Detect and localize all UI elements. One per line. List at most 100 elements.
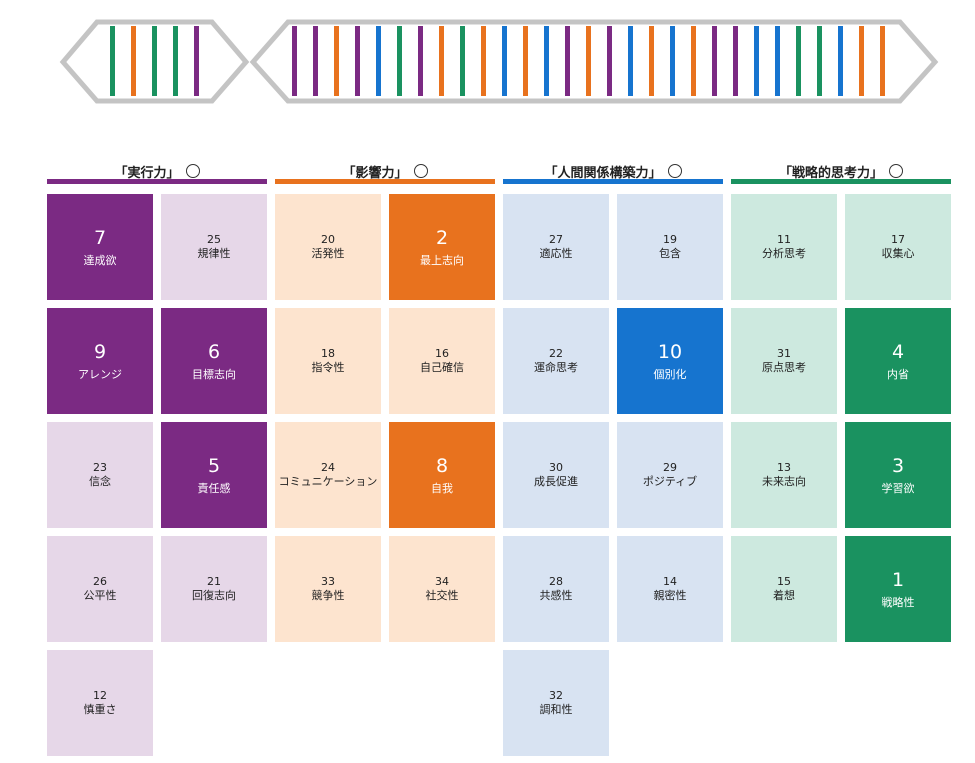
strength-name: 運命思考 [534,361,578,374]
strength-rank: 19 [663,233,677,246]
strength-name: 包含 [659,247,681,260]
strength-rank: 18 [321,347,335,360]
strength-rank: 12 [93,689,107,702]
domain-title: 「人間関係構築力」 [544,165,662,181]
strength-rank: 26 [93,575,107,588]
right-stripe-5 [376,26,381,96]
strength-name: 着想 [773,589,795,602]
strength-name: ポジティブ [642,475,698,488]
strength-rank: 3 [891,455,905,477]
right-stripe-27 [838,26,843,96]
info-icon[interactable] [667,164,682,178]
strength-tile[interactable]: 6 目標志向 [161,308,267,414]
left-stripe-1 [110,26,115,96]
strand-right-hexagon [249,19,939,104]
strength-name: 公平性 [83,589,117,602]
info-icon[interactable] [185,164,200,178]
strength-name: 目標志向 [192,368,236,381]
info-icon[interactable] [413,164,428,178]
strength-rank: 2 [435,227,449,249]
right-stripe-1 [292,26,297,96]
strength-name: 社交性 [425,589,459,602]
strength-rank: 14 [663,575,677,588]
strength-tile[interactable]: 3 学習欲 [845,422,951,528]
strength-name: 指令性 [311,361,345,374]
strength-name: 適応性 [539,247,573,260]
right-stripe-14 [565,26,570,96]
strength-name: アレンジ [78,368,122,381]
strength-name: コミュニケーション [278,475,378,488]
strength-name: 学習欲 [881,482,915,495]
strength-name: 個別化 [653,368,687,381]
right-stripe-3 [334,26,339,96]
right-stripe-4 [355,26,360,96]
strength-rank: 13 [777,461,791,474]
domain-color-bar-relationship [503,179,723,184]
right-stripe-23 [754,26,759,96]
strength-rank: 30 [549,461,563,474]
strength-name: 収集心 [881,247,915,260]
strength-rank: 28 [549,575,563,588]
strength-name: 回復志向 [192,589,236,602]
strength-rank: 24 [321,461,335,474]
domain-title: 「戦略的思考力」 [778,165,883,181]
strength-name: 内省 [887,368,909,381]
strength-rank: 21 [207,575,221,588]
strength-name: 共感性 [539,589,573,602]
right-stripe-22 [733,26,738,96]
right-stripe-19 [670,26,675,96]
right-stripe-18 [649,26,654,96]
info-icon[interactable] [889,164,903,178]
right-stripe-28 [859,26,864,96]
strength-rank: 6 [207,341,221,363]
strength-rank: 22 [549,347,563,360]
left-stripe-2 [131,26,136,96]
strength-rank: 11 [777,233,791,246]
right-stripe-12 [523,26,528,96]
right-stripe-8 [439,26,444,96]
strength-rank: 1 [891,569,905,591]
strength-strand-graphic [59,19,939,104]
right-stripe-25 [796,26,801,96]
right-stripe-21 [712,26,717,96]
strength-rank: 16 [435,347,449,360]
strength-name: 親密性 [653,589,687,602]
right-stripe-29 [880,26,885,96]
strength-name: 分析思考 [762,247,806,260]
domain-header-influence: 「影響力」 [275,158,495,184]
strength-name: 活発性 [311,247,345,260]
domain-title: 「影響力」 [342,165,408,181]
